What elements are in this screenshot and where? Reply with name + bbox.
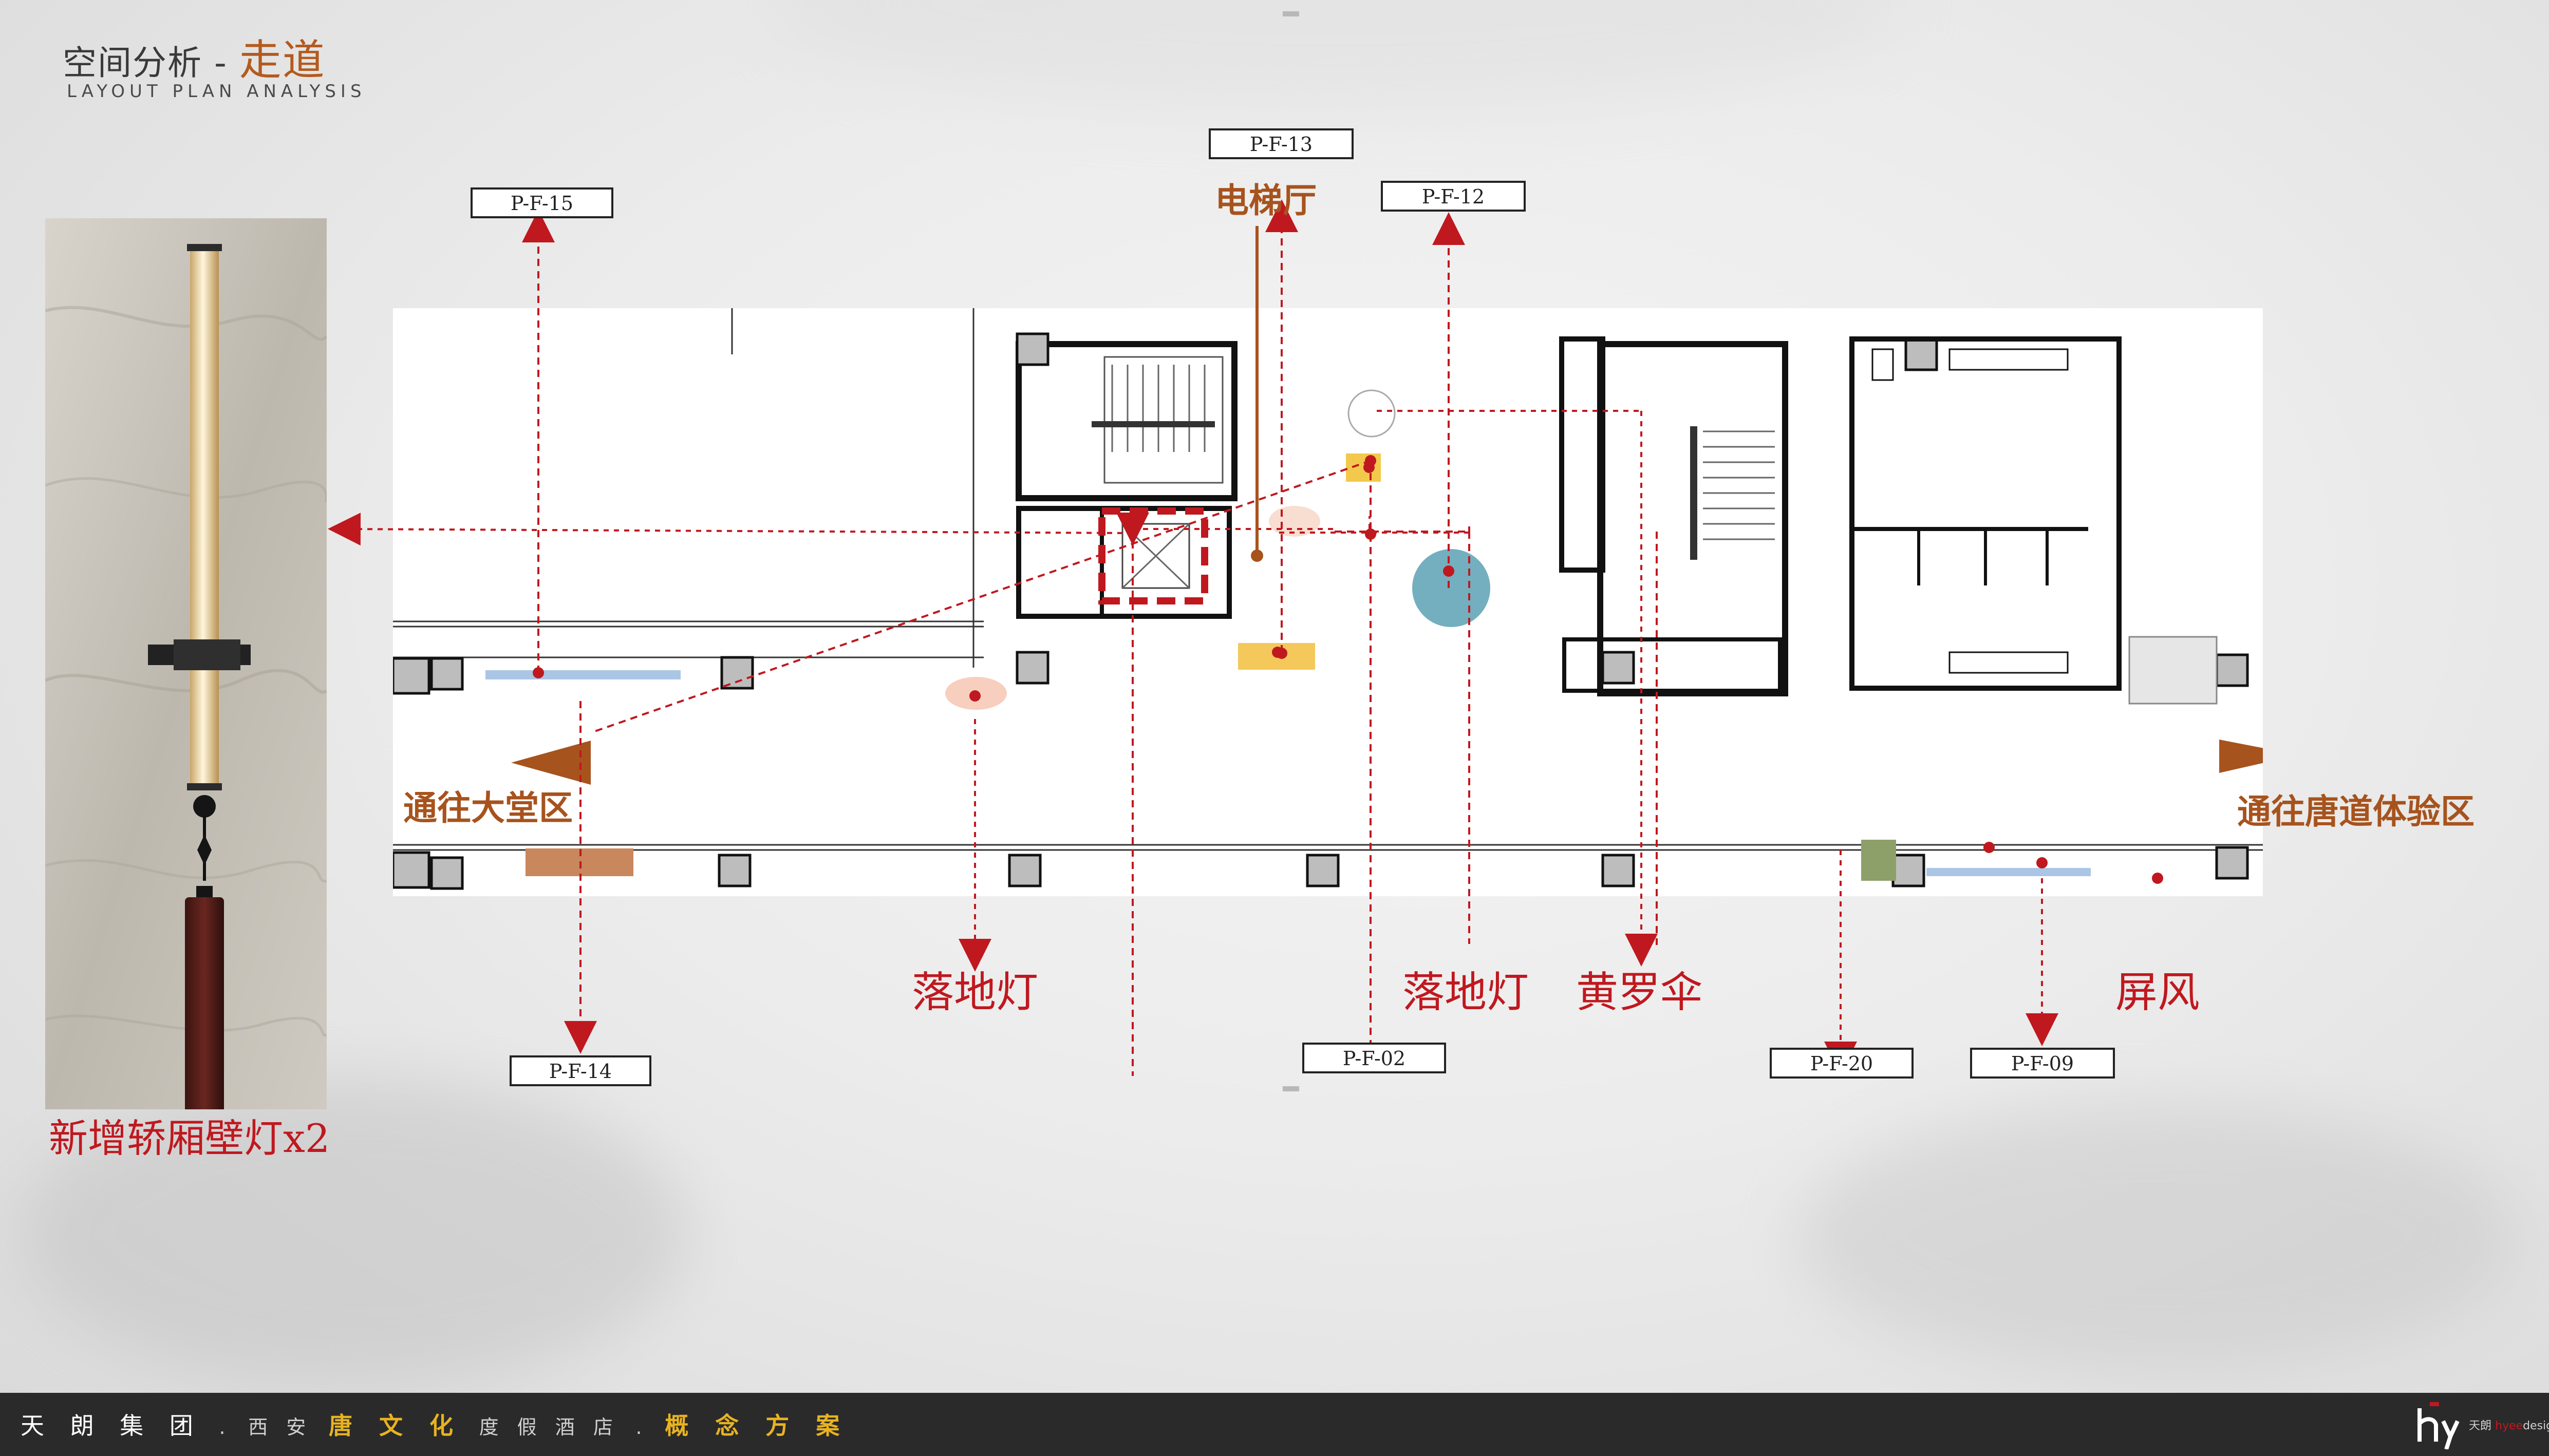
top-marker [1283,11,1299,16]
title-accent: 走道 [239,36,326,85]
page-title: 空间分析 - 走道 [63,26,326,87]
footer-group: 天 朗 集 团 [21,1412,202,1440]
photo-caption: 新增轿厢壁灯x2 [49,1115,330,1161]
label-floor-lamp-1: 落地灯 [912,968,1039,1017]
ink-wash-right [1798,1104,2517,1371]
footer-city: 西 安 [248,1416,312,1439]
ink-wash-top [771,0,1901,113]
footer-resort: 度 假 酒 店 [479,1416,619,1439]
wall-lamp-illustration [45,218,327,1109]
brand-prefix: 天朗 [2469,1420,2492,1432]
wall-lamp-photo [45,218,327,1109]
ref-pf09: P-F-09 [1970,1048,2115,1079]
ref-pf02: P-F-02 [1302,1043,1446,1073]
ref-pf13: P-F-13 [1209,128,1354,159]
brand-suffix: design [2523,1420,2549,1432]
brand-accent: hyee [2495,1420,2523,1432]
brand-logo-icon [2417,1402,2460,1449]
title-prefix: 空间分析 - [63,43,239,83]
ref-pf20: P-F-20 [1770,1048,1914,1079]
footer-dot-2: . [635,1416,648,1439]
floor-plan [393,308,2263,896]
ref-pf14: P-F-14 [510,1055,651,1086]
footer-text: 天 朗 集 团 . 西 安 唐 文 化 度 假 酒 店 . 概 念 方 案 [21,1407,849,1441]
floor-plan-drawing [393,308,2263,890]
ref-pf12: P-F-12 [1381,181,1526,212]
label-to-lobby: 通往大堂区 [403,788,573,828]
label-to-tang-experience: 通往唐道体验区 [2237,792,2475,831]
ink-wash-left [21,1079,688,1387]
footer-bar: 天 朗 集 团 . 西 安 唐 文 化 度 假 酒 店 . 概 念 方 案 天朗… [0,1393,2549,1456]
label-elevator-hall: 电梯厅 [1215,181,1317,220]
ref-pf15: P-F-15 [471,187,613,218]
footer-tang-culture: 唐 文 化 [328,1412,462,1440]
label-umbrella: 黄罗伞 [1576,968,1703,1017]
footer-dot-1: . [219,1416,232,1439]
page-subtitle: LAYOUT PLAN ANALYSIS [67,81,366,102]
bottom-marker [1283,1086,1299,1091]
brand-logo-text: 天朗 hyeedesign [2469,1416,2549,1433]
label-floor-lamp-2: 落地灯 [1402,968,1529,1017]
footer-concept: 概 念 方 案 [665,1412,849,1440]
label-screen: 屏风 [2115,968,2200,1017]
